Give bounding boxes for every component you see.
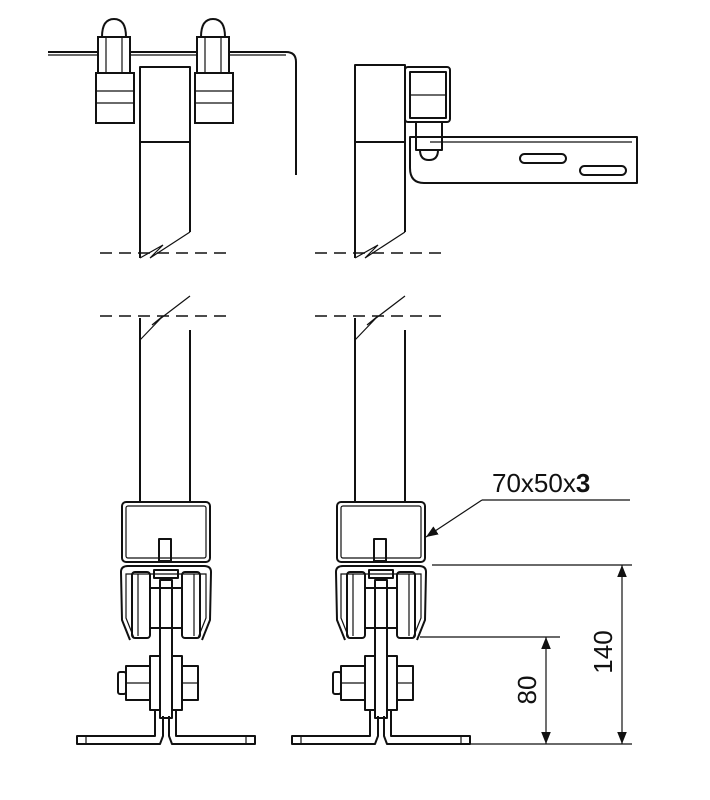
post-tube (354, 64, 406, 143)
slot (519, 153, 567, 164)
slot (579, 165, 627, 176)
left-view (48, 18, 297, 745)
dimensions: 140 80 (420, 564, 632, 745)
nut-assembly (194, 18, 234, 124)
post-tube (139, 66, 191, 143)
dimension-80: 80 (512, 676, 542, 705)
nut-assembly (95, 18, 135, 124)
carriage-assembly (76, 231, 256, 745)
leader-arrow (425, 499, 483, 538)
dimension-140: 140 (588, 630, 618, 673)
mounting-bar (48, 51, 297, 175)
profile-label: 70x50x3 (492, 468, 590, 498)
carriage-assembly (291, 231, 471, 745)
support-plate (409, 136, 638, 184)
right-view (291, 64, 638, 745)
